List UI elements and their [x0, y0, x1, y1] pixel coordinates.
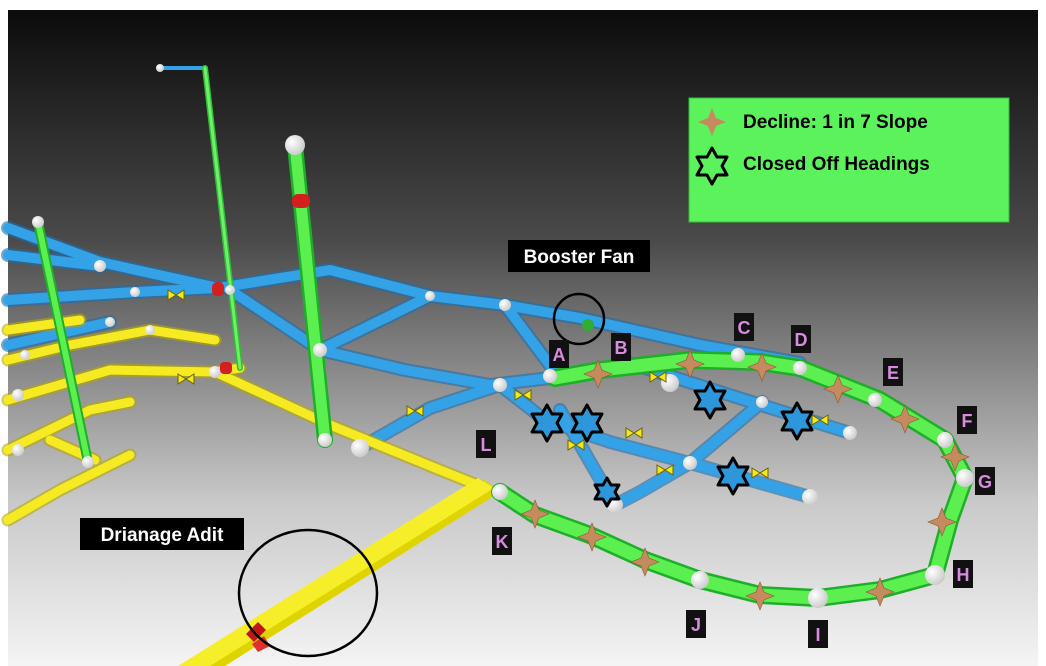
station-label-bg: [808, 620, 828, 648]
station-label-c: C: [738, 318, 751, 338]
yellow-roadways: [1, 313, 500, 666]
station-label-bg: [476, 430, 496, 458]
station-labels: A B C D E F G H I J K L: [476, 313, 995, 648]
closed-heading-markers: [530, 380, 814, 508]
door-markers: [212, 194, 310, 652]
station-label-bg: [611, 333, 631, 361]
legend-box: [688, 97, 1010, 223]
station-label-bg: [975, 467, 995, 495]
station-label-b: B: [615, 338, 628, 358]
decline-slope-markers: [520, 349, 970, 611]
station-label-j: J: [691, 615, 701, 635]
junction-nodes: [12, 64, 974, 608]
station-label-i: I: [815, 625, 820, 645]
station-label-d: D: [795, 330, 808, 350]
legend-decline-label: Decline: 1 in 7 Slope: [743, 112, 928, 133]
station-label-e: E: [887, 363, 899, 383]
station-label-f: F: [962, 411, 973, 431]
callout-labels: Booster Fan Drianage Adit: [80, 240, 650, 550]
station-label-bg: [549, 340, 569, 368]
station-label-bg: [686, 610, 706, 638]
station-label-bg: [957, 406, 977, 434]
station-label-bg: [883, 358, 903, 386]
closed-heading-legend-icon: [695, 146, 729, 186]
station-label-bg: [953, 560, 973, 588]
station-label-k: K: [496, 532, 509, 552]
station-label-l: L: [481, 435, 492, 455]
decline-legend-icon: [698, 108, 726, 136]
booster-fan-circle: [552, 292, 606, 346]
station-label-h: H: [957, 565, 970, 585]
station-label-a: A: [553, 345, 566, 365]
legend-closed-label: Closed Off Headings: [743, 154, 930, 175]
legend: Decline: 1 in 7 Slope Closed Off Heading…: [688, 97, 1010, 223]
drainage-adit-circle: [237, 528, 379, 658]
drainage-adit-label: Drianage Adit: [101, 525, 224, 546]
booster-fan-label: Booster Fan: [524, 247, 635, 268]
station-label-g: G: [978, 472, 992, 492]
green-decline-loop: [491, 351, 974, 607]
booster-fan-icon: [582, 319, 594, 331]
callout-circles: [237, 292, 606, 658]
regulator-markers: [167, 289, 829, 479]
station-label-bg: [734, 313, 754, 341]
station-label-bg: [791, 325, 811, 353]
station-label-bg: [492, 527, 512, 555]
